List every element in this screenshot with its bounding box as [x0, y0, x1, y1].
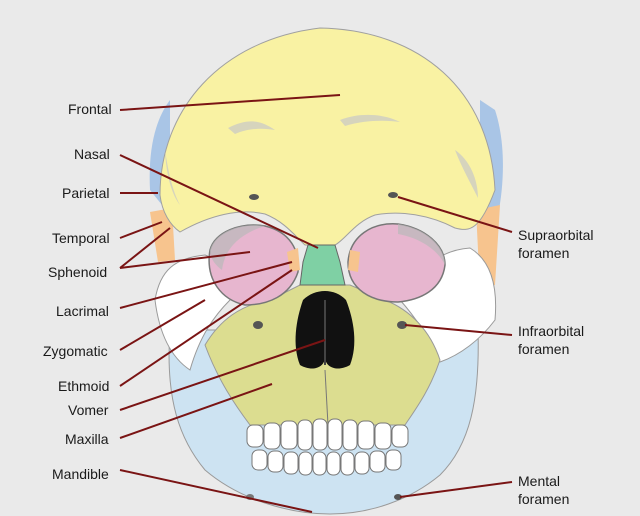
leader-zygomatic — [119, 299, 206, 351]
label-infraorbital-line2: foramen — [518, 341, 570, 357]
label-lacrimal: Lacrimal — [56, 303, 109, 319]
leader-sphenoid-b — [119, 251, 251, 269]
leader-vomer — [119, 339, 326, 411]
label-nasal: Nasal — [74, 146, 110, 162]
upper-teeth — [246, 418, 409, 451]
label-temporal: Temporal — [52, 230, 110, 246]
leader-lines — [119, 94, 513, 513]
orbit-shadow-left — [210, 225, 265, 270]
lacrimal-bone-left — [287, 248, 300, 272]
label-sphenoid: Sphenoid — [48, 264, 108, 280]
leader-temporal — [119, 221, 163, 239]
label-ethmoid: Ethmoid — [58, 378, 110, 394]
label-supraorbital-line2: foramen — [518, 245, 570, 261]
leader-nasal — [119, 154, 319, 249]
nasal-bone — [299, 244, 346, 286]
leader-sphenoid-a — [119, 227, 171, 269]
mental-foramen-right — [394, 494, 402, 500]
orbit-right — [347, 223, 446, 303]
maxilla-midline — [324, 369, 329, 426]
leader-mandible — [119, 469, 313, 513]
label-parietal: Parietal — [62, 185, 110, 201]
supraorbital-foramen-right — [388, 192, 398, 198]
lacrimal-bone-right — [348, 250, 360, 272]
leader-mental — [399, 481, 513, 498]
label-infraorbital-line1: Infraorbital — [518, 323, 585, 339]
label-supraorbital-line1: Supraorbital — [518, 227, 594, 243]
leader-frontal — [119, 94, 341, 111]
label-mandible: Mandible — [52, 466, 109, 482]
label-maxilla: Maxilla — [65, 431, 109, 447]
infraorbital-foramen-right — [397, 321, 407, 329]
leader-maxilla — [119, 383, 273, 439]
label-frontal: Frontal — [68, 101, 112, 117]
label-mental-line2: foramen — [518, 491, 570, 507]
infraorbital-foramen-left — [253, 321, 263, 329]
supraorbital-foramen-left — [249, 194, 259, 200]
frontal-bone — [159, 27, 496, 246]
leader-supraorbital — [397, 196, 513, 233]
label-vomer: Vomer — [68, 402, 109, 418]
leader-ethmoid — [119, 269, 293, 387]
lower-teeth — [251, 449, 402, 476]
label-mental-line1: Mental — [518, 473, 561, 489]
leader-infraorbital — [404, 324, 513, 336]
leader-lacrimal — [119, 261, 293, 309]
label-zygomatic: Zygomatic — [43, 343, 108, 359]
orbit-shadow-right — [398, 224, 445, 265]
